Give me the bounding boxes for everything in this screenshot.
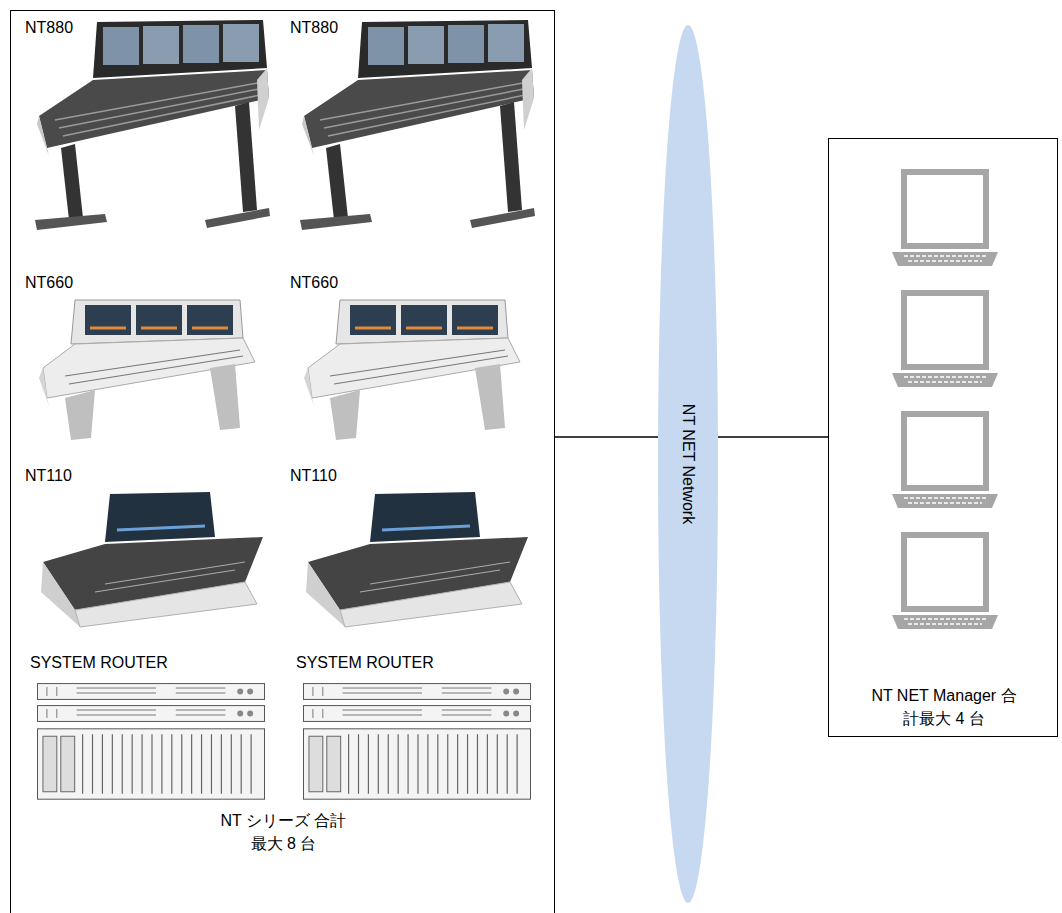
router-unit	[303, 706, 530, 722]
router-unit	[37, 684, 264, 700]
router-unit	[303, 684, 530, 700]
console-nt660	[304, 300, 520, 440]
router-rack	[303, 729, 530, 799]
group-caption: NT NET Manager 合計最大 4 台	[869, 684, 1019, 730]
router-unit	[37, 706, 264, 722]
device-label: NT660	[290, 273, 338, 292]
console-nt660	[39, 300, 255, 440]
device-label: SYSTEM ROUTER	[296, 653, 434, 672]
console-nt880	[35, 20, 270, 230]
network-label: NT NET Network	[676, 404, 699, 524]
connector-line	[555, 436, 658, 438]
device-label: NT660	[25, 273, 73, 292]
laptop-icon	[892, 535, 998, 629]
group-caption: NT シリーズ 合計最大 8 台	[219, 809, 349, 855]
device-label: NT110	[290, 466, 337, 485]
console-nt110	[306, 492, 528, 627]
device-label: NT110	[25, 466, 72, 485]
laptop-icon	[892, 172, 998, 266]
connector-line	[718, 436, 828, 438]
network-ellipse: NT NET Network	[658, 25, 718, 903]
laptop-icon	[892, 293, 998, 387]
group-box: NT シリーズ 合計最大 8 台	[10, 10, 555, 913]
laptop-icon	[892, 414, 998, 508]
device-label: SYSTEM ROUTER	[30, 653, 168, 672]
console-nt880	[300, 20, 535, 230]
router-rack	[37, 729, 264, 799]
network-ellipse-shape	[658, 25, 718, 903]
device-label: NT880	[25, 18, 73, 37]
device-label: NT880	[290, 18, 338, 37]
group-box: NT NET Manager 合計最大 4 台	[828, 138, 1058, 737]
console-nt110	[41, 492, 263, 627]
